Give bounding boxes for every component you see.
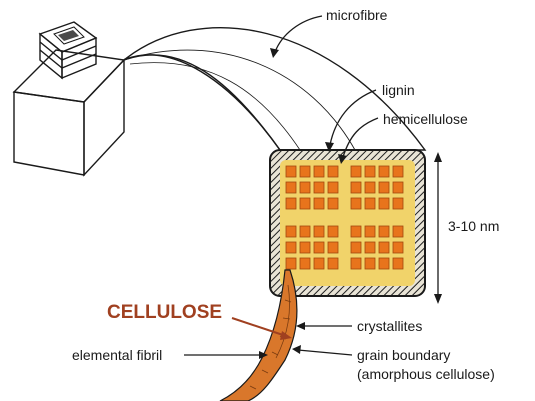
label-crystallites: crystallites bbox=[357, 318, 422, 334]
crystallite-square bbox=[286, 242, 296, 253]
crystallite-square bbox=[314, 226, 324, 237]
crystallite-square bbox=[351, 166, 361, 177]
wood-block bbox=[14, 22, 124, 175]
crystallite-square bbox=[351, 182, 361, 193]
crystallite-square bbox=[365, 198, 375, 209]
crystallite-square bbox=[351, 242, 361, 253]
label-elemental-fibril: elemental fibril bbox=[72, 347, 162, 363]
crystallite-square bbox=[328, 198, 338, 209]
crystallite-square bbox=[300, 198, 310, 209]
crystallite-square bbox=[393, 258, 403, 269]
crystallite-square bbox=[300, 166, 310, 177]
crystallite-square bbox=[328, 226, 338, 237]
microfibre-ribbon bbox=[124, 28, 425, 150]
crystallite-square bbox=[314, 166, 324, 177]
crystallite-square bbox=[351, 198, 361, 209]
crystallite-square bbox=[379, 198, 389, 209]
crystallite-square bbox=[351, 226, 361, 237]
crystallite-square bbox=[286, 258, 296, 269]
crystallite-square bbox=[286, 166, 296, 177]
crystallite-square bbox=[365, 258, 375, 269]
crystallite-square bbox=[300, 258, 310, 269]
crystallite-square bbox=[393, 198, 403, 209]
crystallite-square bbox=[328, 258, 338, 269]
crystallite-square bbox=[365, 242, 375, 253]
label-cellulose: CELLULOSE bbox=[107, 302, 222, 323]
crystallite-square bbox=[379, 226, 389, 237]
crystallite-square bbox=[365, 226, 375, 237]
crystallite-square bbox=[286, 198, 296, 209]
crystallite-square bbox=[393, 242, 403, 253]
crystallite-square bbox=[314, 198, 324, 209]
label-microfibre: microfibre bbox=[326, 7, 388, 23]
microfibril-cross-section bbox=[270, 150, 425, 296]
crystallite-square bbox=[379, 242, 389, 253]
label-dimension: 3-10 nm bbox=[448, 218, 499, 234]
crystallite-square bbox=[393, 166, 403, 177]
crystallite-square bbox=[300, 182, 310, 193]
crystallite-square bbox=[314, 242, 324, 253]
label-amorphous-cellulose: (amorphous cellulose) bbox=[357, 366, 495, 382]
crystallite-square bbox=[393, 226, 403, 237]
crystallite-square bbox=[379, 182, 389, 193]
crystallite-square bbox=[393, 182, 403, 193]
crystallite-square bbox=[328, 166, 338, 177]
crystallite-square bbox=[365, 166, 375, 177]
cell-stack bbox=[40, 22, 96, 78]
crystallite-square bbox=[379, 258, 389, 269]
crystallite-square bbox=[314, 258, 324, 269]
label-grain-boundary: grain boundary bbox=[357, 347, 450, 363]
crystallite-square bbox=[328, 242, 338, 253]
crystallite-square bbox=[328, 182, 338, 193]
crystallite-square bbox=[379, 166, 389, 177]
crystallite-square bbox=[300, 242, 310, 253]
crystallite-square bbox=[300, 226, 310, 237]
crystallite-square bbox=[286, 226, 296, 237]
label-lignin: lignin bbox=[382, 82, 415, 98]
crystallite-square bbox=[286, 182, 296, 193]
crystallite-square bbox=[351, 258, 361, 269]
dimension-arrow bbox=[434, 152, 442, 304]
crystallite-square bbox=[365, 182, 375, 193]
crystallite-square bbox=[314, 182, 324, 193]
label-hemicellulose: hemicellulose bbox=[383, 111, 468, 127]
